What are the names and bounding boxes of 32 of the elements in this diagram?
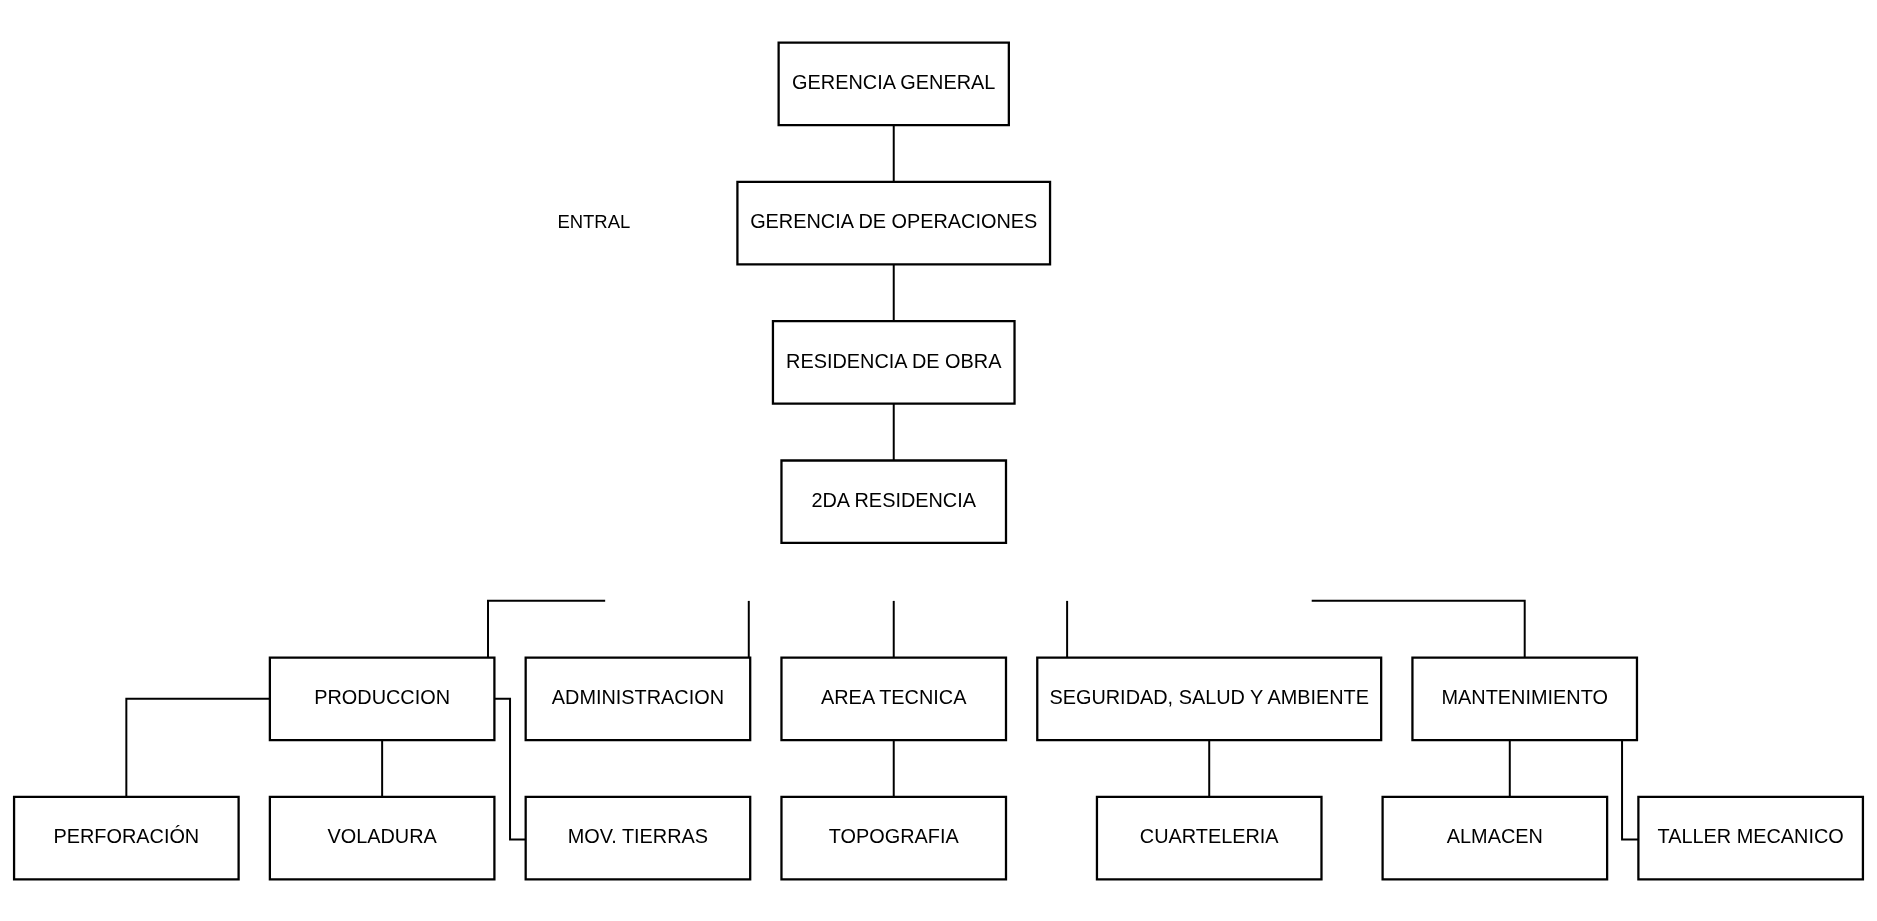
node-box: SEGURIDAD, SALUD Y AMBIENTE: [1036, 656, 1383, 741]
node-box: ALMACEN: [1381, 795, 1609, 880]
connector: [487, 599, 607, 658]
node-box: TALLER MECANICO: [1637, 795, 1865, 880]
connector: [1208, 738, 1211, 798]
connector: [1066, 599, 1069, 658]
node-box: MOV. TIERRAS: [524, 795, 752, 880]
node-box: MANTENIMIENTO: [1411, 656, 1639, 741]
connector: [892, 402, 895, 461]
connector: [1508, 738, 1511, 798]
label: ENTRAL: [557, 210, 631, 232]
node-box: GERENCIA GENERAL: [777, 41, 1010, 126]
connector: [892, 599, 895, 658]
node-box: PERFORACIÓN: [12, 795, 240, 880]
connector: [493, 697, 527, 840]
node-box: AREA TECNICA: [780, 656, 1008, 741]
node-box: ADMINISTRACION: [524, 656, 752, 741]
node-box: 2DA RESIDENCIA: [780, 458, 1008, 544]
node-box: GERENCIA DE OPERACIONES: [736, 180, 1052, 265]
connector: [892, 123, 895, 183]
connector: [747, 599, 750, 658]
node-box: CUARTELERIA: [1095, 795, 1323, 880]
connector: [125, 697, 271, 798]
node-box: TOPOGRAFIA: [780, 795, 1008, 880]
node-box: RESIDENCIA DE OBRA: [771, 319, 1016, 405]
connector: [381, 738, 384, 798]
connector: [892, 263, 895, 322]
node-box: VOLADURA: [268, 795, 496, 880]
node-box: PRODUCCION: [268, 656, 496, 741]
connector: [892, 738, 895, 798]
connector: [1621, 738, 1640, 840]
connector: [1310, 599, 1526, 658]
